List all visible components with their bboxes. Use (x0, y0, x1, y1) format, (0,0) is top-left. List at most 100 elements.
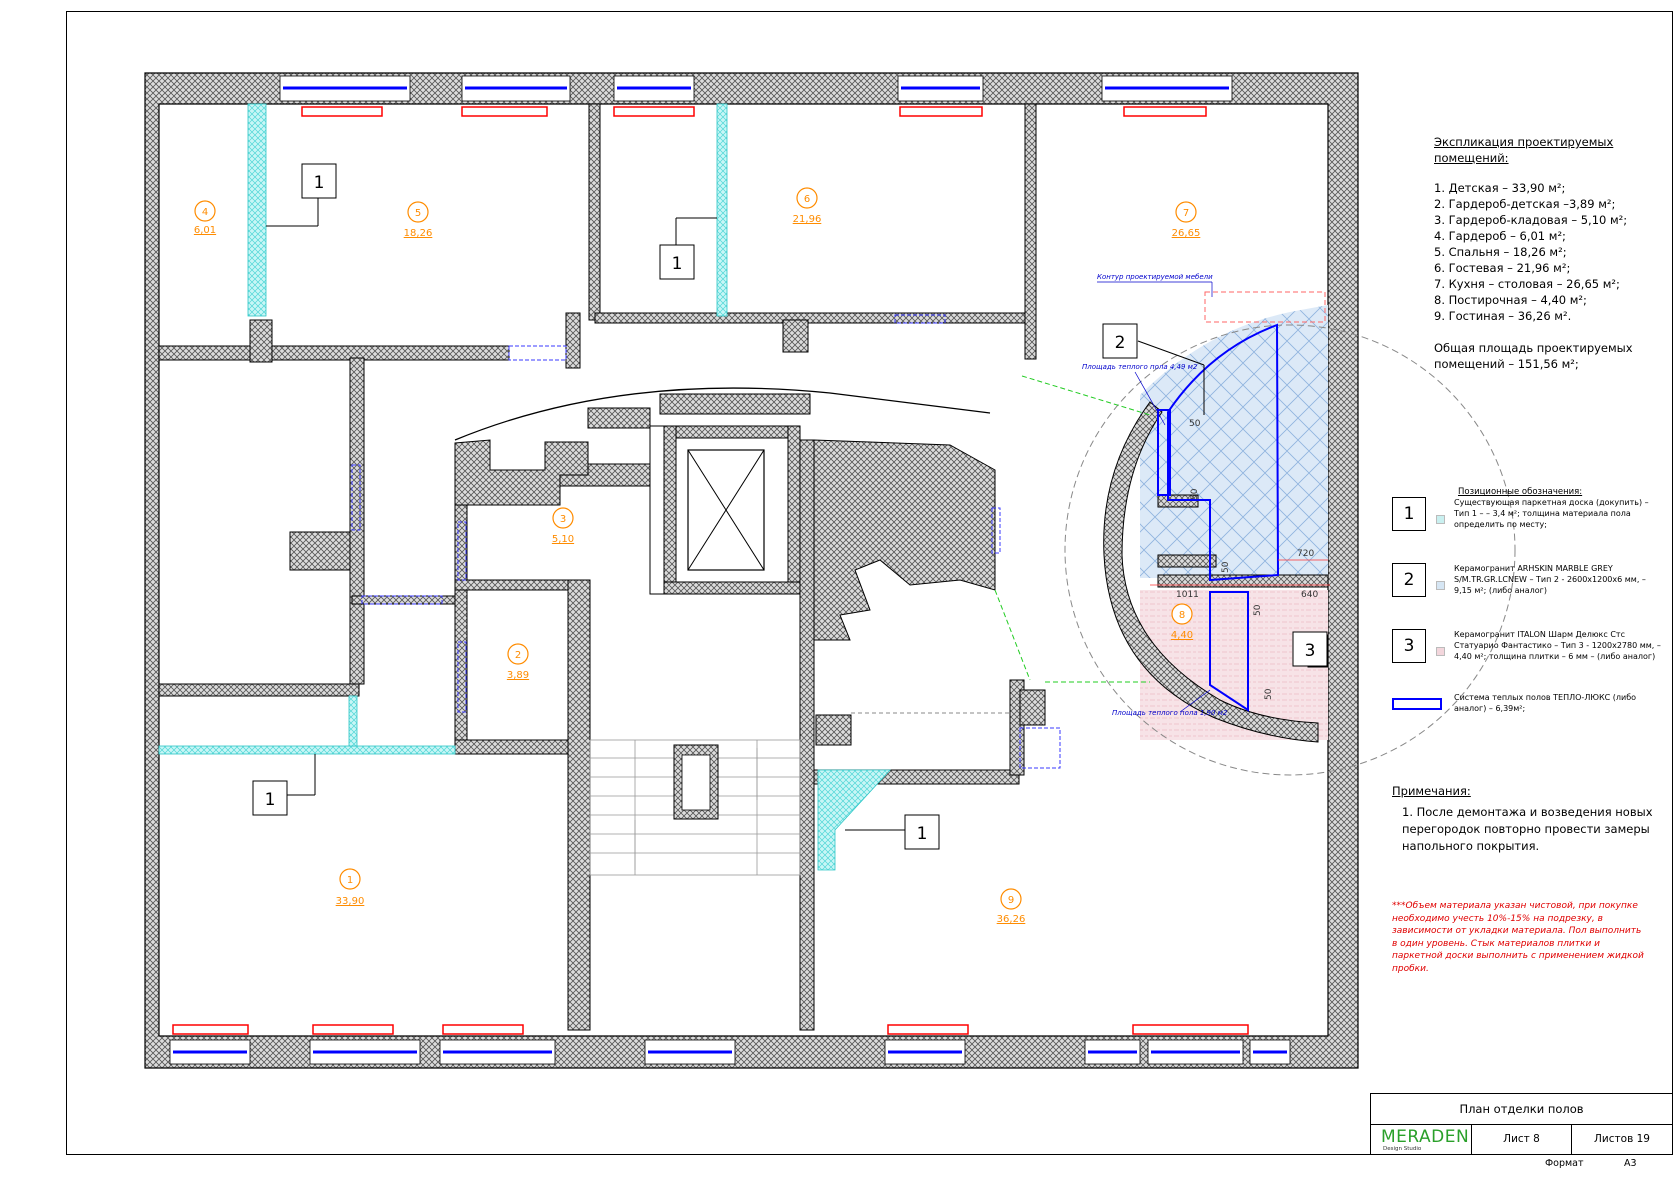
furniture-contour (1204, 291, 1326, 323)
outer-walls (144, 72, 1359, 1069)
explication-item: 5. Спальня – 18,26 м²; (1434, 245, 1567, 259)
logo-text: MERADEN (1381, 1127, 1470, 1147)
svg-text:720: 720 (1297, 549, 1314, 559)
svg-text:50: 50 (1264, 688, 1274, 700)
svg-text:18,26: 18,26 (404, 228, 433, 239)
zone-boundaries (994, 375, 1151, 683)
callout-1-d: 1 (845, 814, 940, 850)
callout-1-b: 1 (659, 217, 717, 280)
format-label: Формат (1545, 1158, 1584, 1169)
rotunda-wall (1103, 401, 1319, 743)
svg-text:26,65: 26,65 (1172, 228, 1201, 239)
bath-wall-3 (1157, 574, 1329, 588)
legend-text: Система теплых полов ТЕПЛО-ЛЮКС (либо ан… (1454, 693, 1637, 713)
svg-text:2: 2 (1115, 333, 1126, 353)
window-glass (173, 86, 1287, 1054)
callouts: 1 1 1 1 2 3 (252, 163, 1328, 850)
sheet-count: Листов 19 (1571, 1124, 1673, 1155)
legend-text: Керамогранит ITALON Шарм Делюкс Стс Стат… (1454, 630, 1661, 661)
legend-row-heating: Система теплых полов ТЕПЛО-ЛЮКС (либо ан… (1392, 692, 1667, 732)
studio-logo: MERADEN Design Studio (1370, 1124, 1472, 1155)
heated-floor-contours (1157, 323, 1280, 712)
svg-text:50: 50 (1221, 561, 1231, 573)
svg-text:4: 4 (202, 207, 208, 218)
tile-type-2-zone (1140, 305, 1328, 578)
legend-number: 2 (1392, 563, 1426, 597)
svg-text:Контур проектируемой мебели: Контур проектируемой мебели (1097, 273, 1213, 281)
legend-title: Позиционные обозначения: (1458, 487, 1583, 497)
svg-text:640: 640 (1301, 590, 1318, 600)
svg-text:Площадь теплого пола 4,49 м2: Площадь теплого пола 4,49 м2 (1082, 363, 1198, 371)
svg-text:8: 8 (1179, 610, 1185, 621)
legend-text: Керамогранит ARHSKIN MARBLE GREY S/M.TR.… (1454, 564, 1646, 595)
room-label-6: 621,96 (793, 187, 822, 225)
room-label-8: 84,40 (1171, 603, 1193, 641)
svg-text:3: 3 (1305, 641, 1316, 661)
svg-text:33,90: 33,90 (336, 896, 365, 907)
svg-text:50: 50 (1253, 604, 1263, 616)
svg-text:9: 9 (1008, 895, 1014, 906)
callout-2: 2 (1102, 323, 1205, 415)
service-block (813, 439, 996, 641)
callout-1-c: 1 (252, 754, 316, 816)
room-labels: 46,01 518,26 621,96 726,65 35,10 23,89 1… (194, 187, 1201, 925)
parquet-type-1 (158, 103, 891, 871)
svg-text:1: 1 (265, 790, 276, 810)
plan-annotations: Контур проектируемой мебели Площадь тепл… (1082, 273, 1228, 717)
notes-heading: Примечания: (1392, 784, 1471, 798)
explication-item: 6. Гостевая – 21,96 м²; (1434, 261, 1571, 275)
explication: Экспликация проектируемых помещений: 1. … (1434, 134, 1669, 372)
legend-number: 1 (1392, 497, 1426, 531)
svg-text:1: 1 (314, 173, 325, 193)
explication-item: 1. Детская – 33,90 м²; (1434, 181, 1566, 195)
svg-text:Площадь теплого пола 1,90 м2: Площадь теплого пола 1,90 м2 (1112, 709, 1228, 717)
callout-1-a: 1 (266, 163, 337, 227)
legend-swatch (1436, 581, 1445, 590)
svg-text:1: 1 (917, 824, 928, 844)
svg-text:4,40: 4,40 (1171, 630, 1193, 641)
svg-text:1: 1 (347, 875, 353, 886)
svg-text:50: 50 (1189, 419, 1201, 429)
explication-item: 4. Гардероб – 6,01 м²; (1434, 229, 1566, 243)
material-warning: ***Объем материала указан чистовой, при … (1392, 901, 1644, 974)
room-label-4: 46,01 (194, 200, 216, 236)
svg-text:1: 1 (672, 254, 683, 274)
room-label-3: 35,10 (552, 507, 574, 545)
sheet-number: Лист 8 (1471, 1124, 1572, 1155)
legend-swatch (1436, 515, 1445, 524)
svg-text:3,89: 3,89 (507, 670, 529, 681)
door-openings (351, 314, 1061, 769)
legend-swatch (1436, 647, 1445, 656)
legend-row-2: 2 Керамогранит ARHSKIN MARBLE GREY S/M.T… (1392, 563, 1667, 603)
svg-text:7: 7 (1183, 208, 1189, 219)
svg-text:6,01: 6,01 (194, 225, 216, 236)
legend-row-1: 1 Существующая паркетная доска (докупить… (1392, 497, 1667, 537)
room-label-7: 726,65 (1172, 201, 1201, 239)
dimension-lines (1150, 559, 1330, 586)
radiators (172, 106, 1249, 1035)
svg-text:50: 50 (1190, 488, 1200, 500)
svg-text:2: 2 (515, 650, 521, 661)
explication-item: 8. Постирочная – 4,40 м²; (1434, 293, 1587, 307)
explication-item: 2. Гардероб-детская –3,89 м²; (1434, 197, 1616, 211)
heating-contour-swatch (1392, 698, 1442, 710)
explication-item: 3. Гардероб-кладовая – 5,10 м²; (1434, 213, 1628, 227)
rotunda-guide-circle (1064, 324, 1516, 776)
svg-text:5: 5 (415, 208, 421, 219)
callout-3: 3 (1292, 631, 1328, 667)
room-label-2: 23,89 (507, 643, 529, 681)
notes: Примечания: 1. После демонтажа и возведе… (1392, 783, 1667, 855)
arc-top (454, 387, 991, 441)
format-value: А3 (1624, 1158, 1637, 1169)
svg-text:5,10: 5,10 (552, 534, 574, 545)
explication-item: 9. Гостиная – 36,26 м². (1434, 309, 1572, 323)
svg-text:21,96: 21,96 (793, 214, 822, 225)
explication-heading: Экспликация проектируемых помещений: (1434, 135, 1614, 165)
svg-text:1011: 1011 (1176, 590, 1199, 600)
logo-subtext: Design Studio (1383, 1146, 1422, 1152)
svg-text:6: 6 (804, 194, 810, 205)
drawing-title: План отделки полов (1370, 1093, 1673, 1125)
notes-item: 1. После демонтажа и возведения новых пе… (1402, 805, 1653, 853)
explication-total: Общая площадь проектируемых помещений – … (1434, 341, 1633, 371)
